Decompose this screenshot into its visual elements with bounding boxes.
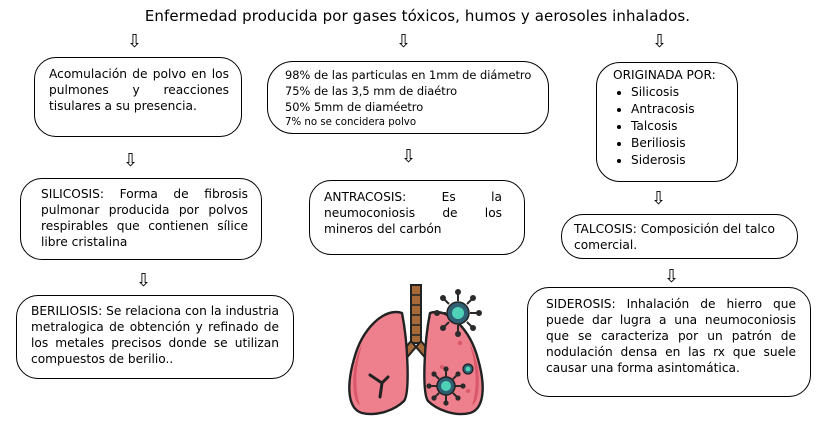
virus-icon <box>462 363 474 375</box>
antracosis-box: ANTRACOSIS: Es la neumoconiosis de los m… <box>309 180 525 255</box>
stats-line: 75% de las 3,5 mm de diaétro <box>285 84 458 98</box>
stats-line: 98% de las particulas en 1mm de diámetro <box>285 68 532 82</box>
arrow-down-icon: ⇩ <box>652 31 668 52</box>
cause-item: Talcosis <box>631 118 729 135</box>
beriliosis-box: BERILIOSIS: Se relaciona con la industri… <box>16 295 294 379</box>
stats-line: 50% 5mm de diaméetro <box>285 100 424 114</box>
silicosis-box: SILICOSIS: Forma de fibrosis pulmonar pr… <box>20 178 262 260</box>
acumulacion-text: Acomulación de polvo en los pulmones y r… <box>49 67 229 113</box>
cause-list: Silicosis Antracosis Talcosis Beriliosis… <box>613 84 729 169</box>
talcosis-text: TALCOSIS: Composición del talco comercia… <box>574 222 775 252</box>
beriliosis-text: BERILIOSIS: Se relaciona con la industri… <box>31 304 280 366</box>
arrow-down-icon: ⇩ <box>136 270 152 291</box>
virus-icon <box>426 366 466 406</box>
cause-item: Silicosis <box>631 84 729 101</box>
arrow-down-icon: ⇩ <box>396 31 412 52</box>
virus-icon <box>434 289 482 337</box>
arrow-down-icon: ⇩ <box>664 266 680 287</box>
antracosis-text: ANTRACOSIS: Es la neumoconiosis de los m… <box>324 190 502 236</box>
particle-stats-box: 98% de las particulas en 1mm de diámetro… <box>267 61 549 134</box>
arrow-down-icon: ⇩ <box>127 31 143 52</box>
stats-line: 7% no se concidera polvo <box>285 117 417 128</box>
siderosis-text: SIDEROSIS: Inhalación de hierro que pued… <box>546 297 796 375</box>
silicosis-text: SILICOSIS: Forma de fibrosis pulmonar pr… <box>41 187 248 249</box>
acumulacion-box: Acomulación de polvo en los pulmones y r… <box>34 57 242 137</box>
page-title: Enfermedad producida por gases tóxicos, … <box>144 7 691 25</box>
lungs-icon <box>348 284 484 416</box>
talcosis-box: TALCOSIS: Composición del talco comercia… <box>561 214 798 259</box>
left-lung-icon <box>348 310 409 416</box>
originada-heading: ORIGINADA POR: <box>613 68 716 82</box>
arrow-down-icon: ⇩ <box>123 150 139 171</box>
originada-por-box: ORIGINADA POR: Silicosis Antracosis Talc… <box>596 62 738 182</box>
arrow-down-icon: ⇩ <box>651 188 667 209</box>
arrow-down-icon: ⇩ <box>401 146 417 167</box>
cause-item: Siderosis <box>631 152 729 169</box>
cause-item: Beriliosis <box>631 135 729 152</box>
cause-item: Antracosis <box>631 101 729 118</box>
siderosis-box: SIDEROSIS: Inhalación de hierro que pued… <box>527 287 811 397</box>
